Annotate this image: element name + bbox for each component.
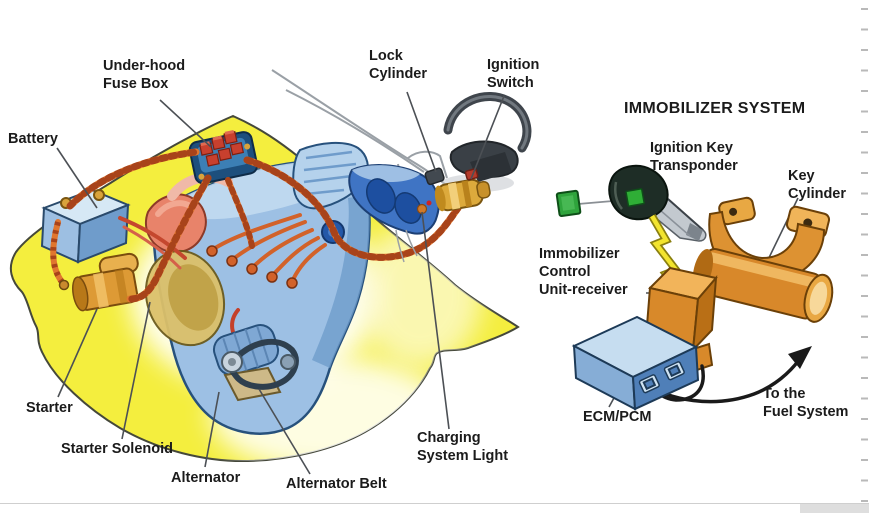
spark-plugs [206, 245, 298, 289]
label-starter: Starter [26, 400, 73, 416]
fuel-system-arrowhead [788, 346, 812, 369]
label-starter-solenoid: Starter Solenoid [61, 441, 173, 457]
key-cylinder-illustration [692, 196, 834, 323]
label-to-the-fuel-system: To the Fuel System [763, 386, 849, 421]
label-alternator: Alternator [171, 470, 241, 486]
page-edge-tick-marks [861, 8, 868, 506]
flywheel-disc [144, 249, 226, 347]
label-pointer-lines [56, 91, 799, 475]
key-chip [625, 188, 645, 207]
label-immobilizer-control-unit: Immobilizer Control Unit-receiver [539, 246, 628, 299]
immobilizer-system-title: IMMOBILIZER SYSTEM [624, 100, 806, 117]
label-battery: Battery [8, 131, 58, 147]
ecm-pcm-illustration [571, 315, 700, 411]
bottom-divider [0, 503, 869, 504]
label-underhood-fuse-box: Under-hood Fuse Box [103, 58, 186, 93]
engine-illustration [118, 142, 371, 435]
transponder-chip [555, 189, 582, 218]
label-alternator-belt: Alternator Belt [286, 476, 387, 492]
label-ignition-switch: Ignition Switch [487, 57, 540, 92]
label-charging-system-light: Charging System Light [417, 430, 509, 465]
label-key-cylinder: Key Cylinder [788, 168, 847, 203]
battery-ground-wire [50, 219, 70, 291]
instrument-cluster-illustration [348, 164, 440, 263]
bottom-right-edge [800, 504, 869, 513]
wiring-harness [66, 148, 462, 303]
label-lock-cylinder: Lock Cylinder [369, 48, 428, 83]
ignition-switch-part [434, 168, 491, 212]
label-ignition-key-transponder: Ignition Key Transponder [650, 140, 738, 175]
steering-wheel-illustration [442, 92, 532, 192]
starter-illustration [72, 252, 139, 312]
alternator-illustration [212, 308, 299, 402]
fuse-box-illustration [188, 130, 259, 185]
ignition-key-illustration [608, 164, 707, 242]
lock-cylinder-part [424, 167, 445, 186]
label-ecm-pcm: ECM/PCM [583, 409, 652, 425]
